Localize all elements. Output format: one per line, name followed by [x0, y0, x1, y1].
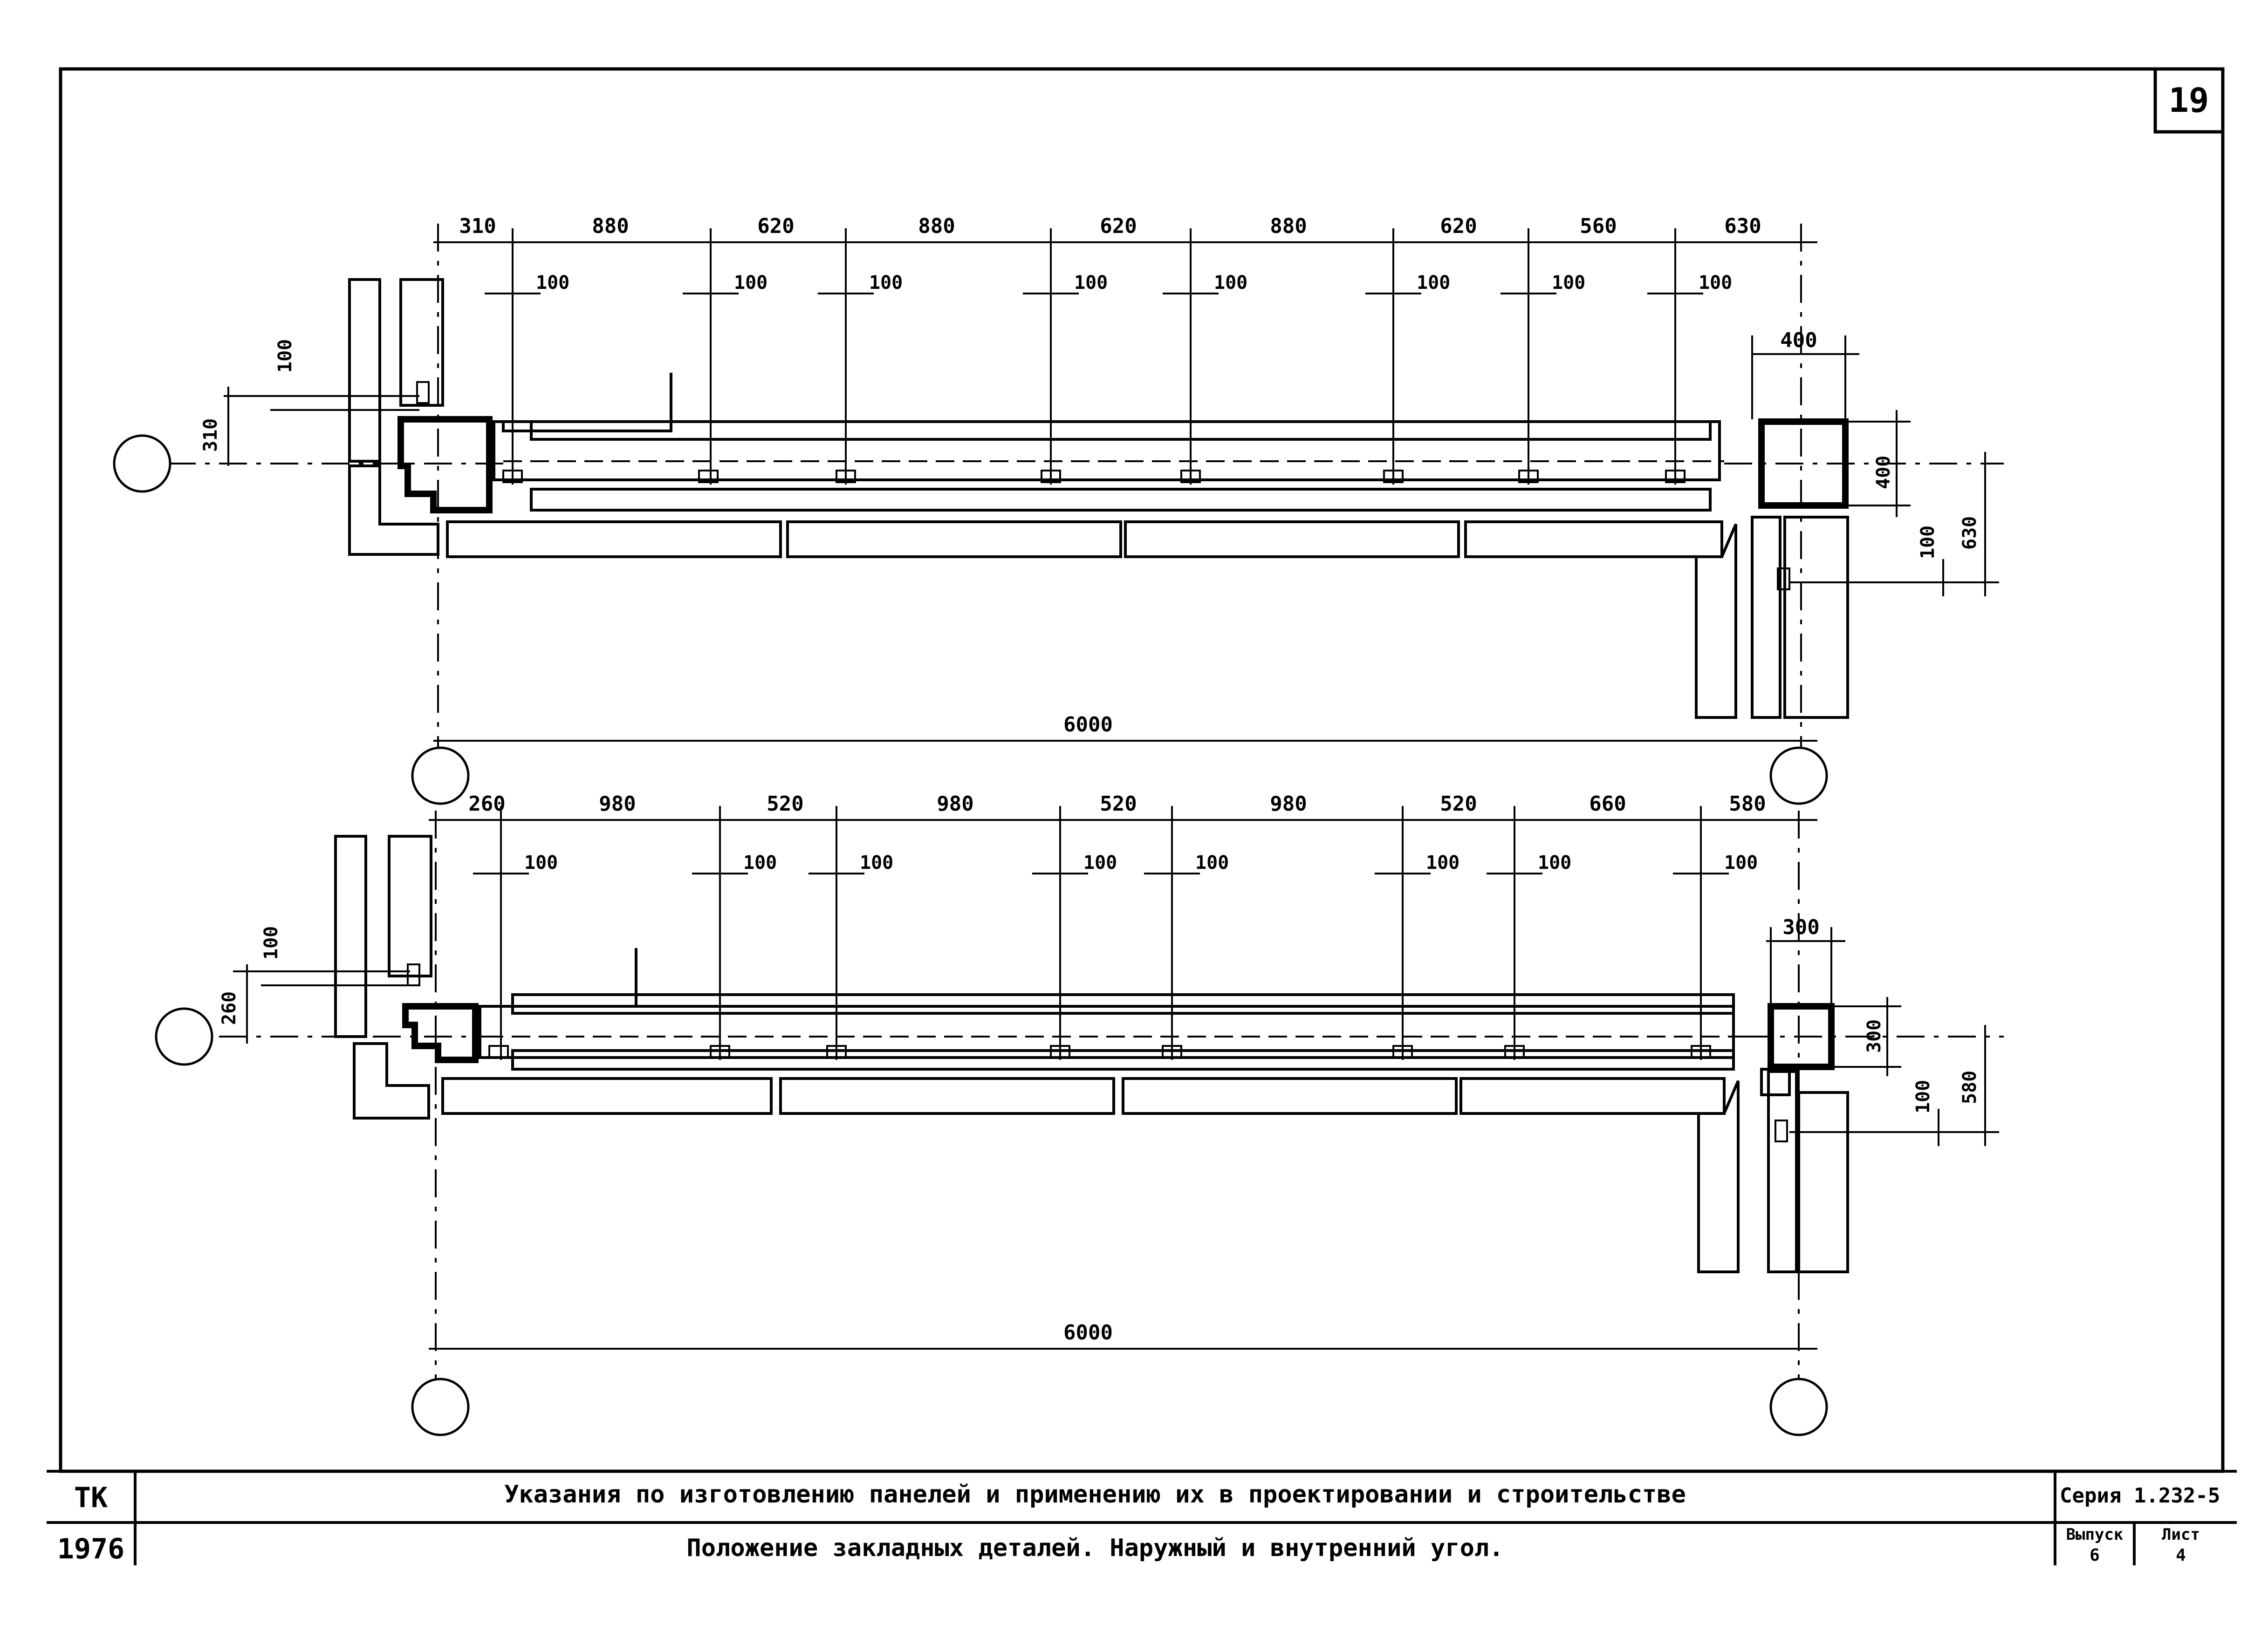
dim-label: 880	[1270, 214, 1307, 238]
dim-label: 520	[1440, 792, 1477, 816]
dim-label: 310	[200, 418, 221, 452]
sheet-label: Лист	[2162, 1525, 2200, 1544]
plan-inner-axis-markers	[155, 1007, 1828, 1436]
embed-dim-label: 100	[1699, 272, 1732, 294]
dim-label: 100	[274, 339, 296, 373]
dim-label: 620	[1100, 214, 1137, 238]
title-block	[47, 1470, 2237, 1565]
issue-label: Выпуск	[2066, 1525, 2124, 1544]
embed-dim-label: 100	[1538, 852, 1571, 874]
plan-outer-corner	[348, 278, 1849, 719]
dim-label: 580	[1959, 1071, 1980, 1104]
dim-label: 630	[1724, 214, 1761, 238]
dim-label: 100	[1917, 526, 1939, 559]
main-title: Указания по изготовлению панелей и приме…	[504, 1481, 1686, 1509]
dim-label: 880	[918, 214, 955, 238]
dim-label: 260	[219, 991, 240, 1025]
dim-label: 400	[1780, 328, 1817, 352]
overall-dim-label: 6000	[1063, 713, 1113, 737]
dim-label: 400	[1873, 456, 1894, 489]
dim-label: 310	[459, 214, 496, 238]
sub-title: Положение закладных деталей. Наружный и …	[686, 1534, 1503, 1562]
dim-label: 100	[260, 926, 282, 960]
overall-dim-label: 6000	[1063, 1321, 1113, 1345]
embed-dim-label: 100	[1074, 272, 1108, 294]
year-label: 1976	[57, 1533, 125, 1565]
embed-dim-label: 100	[1724, 852, 1758, 874]
plan-inner-dimensions	[168, 806, 2004, 1388]
series-label: Серия 1.232-5	[2060, 1484, 2220, 1508]
sheet-value: 4	[2176, 1546, 2186, 1565]
dim-label: 520	[1100, 792, 1137, 816]
embed-dim-label: 100	[1214, 272, 1247, 294]
dim-label: 300	[1782, 915, 1819, 939]
plan-outer-labels: 310 880 620 880 620 880 620 560 630 100 …	[200, 214, 1980, 737]
embed-dim-label: 100	[1195, 852, 1229, 874]
plan-inner-labels: 260 980 520 980 520 980 520 660 580 100 …	[219, 792, 1980, 1345]
dim-label: 980	[937, 792, 973, 816]
embed-dim-label: 100	[743, 852, 777, 874]
dim-label: 560	[1580, 214, 1617, 238]
sheet-frame	[59, 67, 2225, 1473]
plan-inner-corner	[334, 835, 1849, 1273]
dim-label: 660	[1589, 792, 1626, 816]
embed-dim-label: 100	[536, 272, 569, 294]
embed-dim-label: 100	[1426, 852, 1459, 874]
dim-label: 880	[592, 214, 629, 238]
dim-label: 620	[1440, 214, 1477, 238]
title-block-text: ТК 1976 Указания по изготовлению панелей…	[57, 1481, 2220, 1565]
embed-dim-label: 100	[860, 852, 893, 874]
dim-label: 100	[1912, 1080, 1934, 1113]
sheet-number: 19	[2169, 81, 2209, 120]
dim-label: 580	[1729, 792, 1766, 816]
dim-label: 300	[1864, 1019, 1885, 1053]
dim-label: 630	[1959, 516, 1980, 550]
org-label: ТК	[74, 1482, 108, 1514]
dim-label: 980	[1270, 792, 1307, 816]
embed-dim-label: 100	[1552, 272, 1585, 294]
embed-dim-label: 100	[869, 272, 903, 294]
sheet-number-box: 19	[2153, 67, 2225, 134]
embed-dim-label: 100	[1083, 852, 1117, 874]
embed-dim-label: 100	[524, 852, 558, 874]
dim-label: 620	[757, 214, 794, 238]
dim-label: 520	[767, 792, 803, 816]
embed-dim-label: 100	[1417, 272, 1450, 294]
plan-outer-axis-markers	[113, 434, 1828, 805]
plan-outer-dimensions	[168, 224, 2004, 755]
dim-label: 260	[468, 792, 505, 816]
issue-value: 6	[2090, 1546, 2100, 1565]
dim-label: 980	[599, 792, 636, 816]
embed-dim-label: 100	[734, 272, 767, 294]
